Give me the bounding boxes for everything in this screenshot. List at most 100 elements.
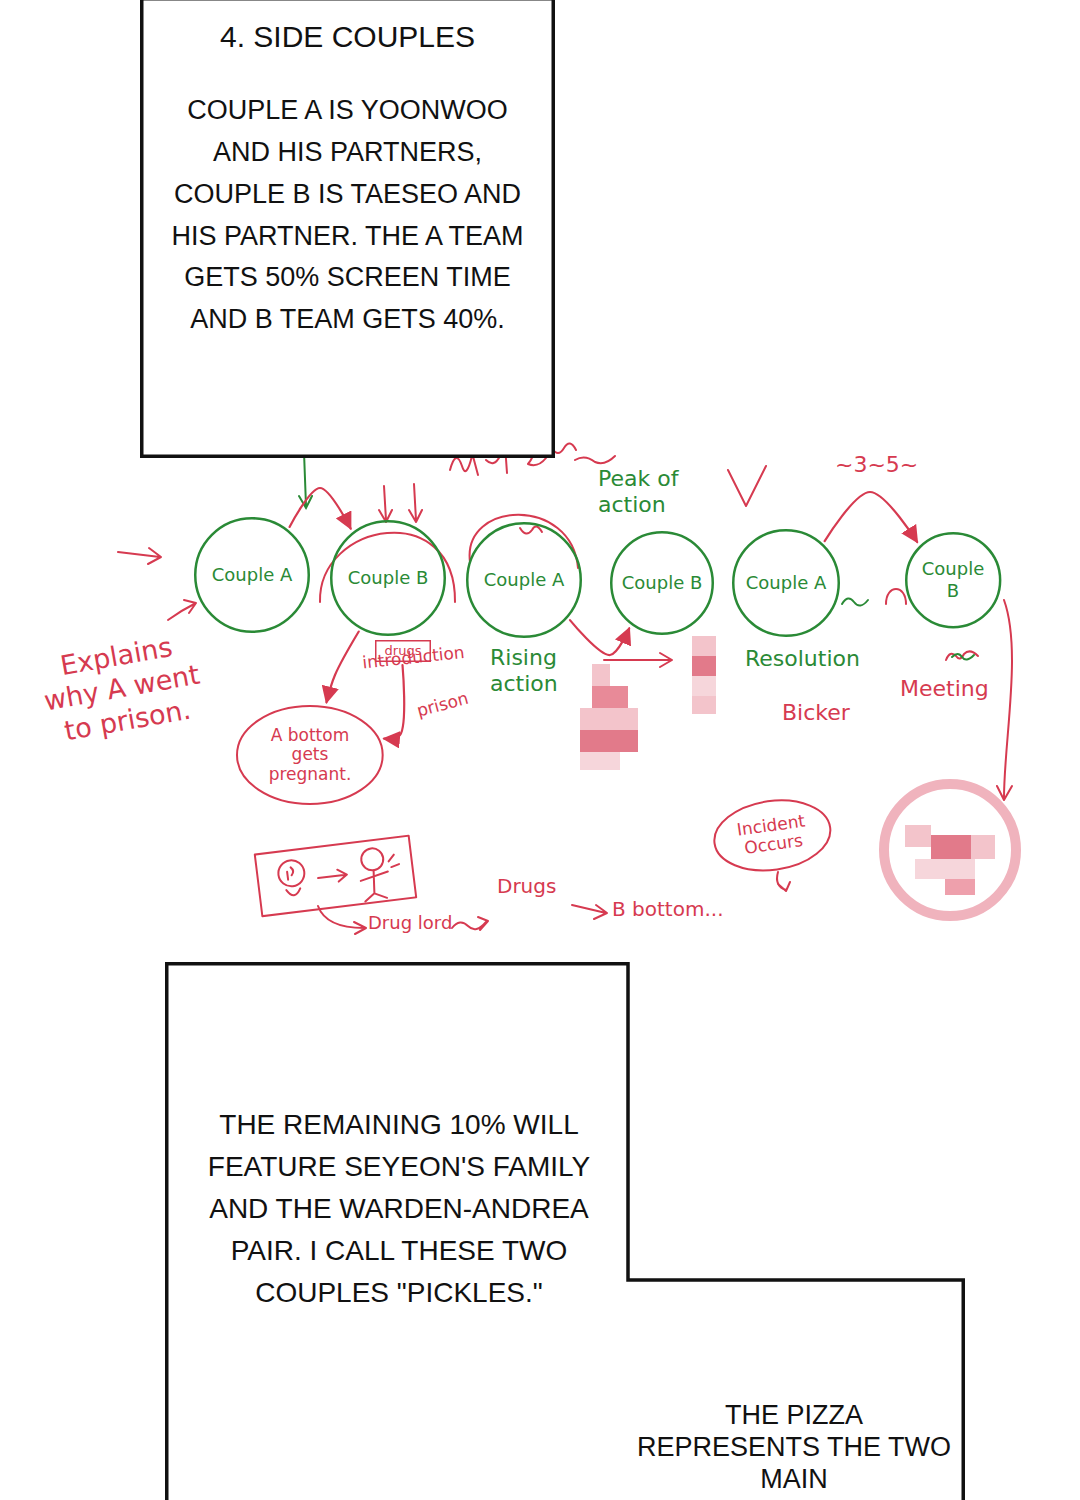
couple-circle: Couple B [330, 520, 446, 636]
red-sketch [118, 440, 1012, 934]
panel-heading: THE REMAINING 10% WILL FEATURE SEYEON'S … [203, 1104, 595, 1314]
text-wrap: Couple A [746, 572, 827, 594]
figure-body [358, 854, 403, 902]
down-arrow [379, 486, 392, 522]
panel-heading: 4. SIDE COUPLES [220, 17, 475, 56]
blur-block [692, 676, 716, 696]
node-label: Couple A [746, 572, 827, 594]
annotation: prison [415, 683, 488, 721]
weave-loop [320, 533, 455, 602]
flow-arrow [318, 906, 366, 934]
blur-block [592, 664, 610, 686]
right-arrow [604, 653, 672, 667]
panel-frame [255, 836, 416, 916]
couple-circle: Couple A [194, 517, 310, 633]
text-panel: THE REMAINING 10% WILL FEATURE SEYEON'S … [165, 962, 965, 1500]
event-bubble: A bottom gets pregnant. [236, 705, 384, 805]
flow-arrow [326, 632, 358, 703]
flow-arrow [290, 488, 351, 529]
leader-arrow [168, 600, 196, 620]
blur-block [580, 752, 620, 770]
panel-body: THE PIZZA REPRESENTS THE TWO MAIN [635, 1400, 953, 1496]
couple-circle: Couple B [905, 532, 1001, 628]
stage-label: Resolution [745, 646, 880, 672]
green-sketch [299, 452, 974, 660]
figure-body [284, 866, 301, 895]
blur-block [592, 686, 628, 708]
hook-arrow [777, 872, 790, 891]
text-wrap: A bottom gets pregnant. [252, 726, 367, 785]
node-label: Couple B [348, 567, 429, 589]
node-label: Couple B [915, 558, 990, 601]
text-wrap: Couple B [915, 558, 990, 601]
blur-block [692, 656, 716, 676]
tilde-mark [952, 654, 974, 660]
l-outline [167, 964, 964, 1500]
panel-body: COUPLE A IS YOONWOO AND HIS PARTNERS, CO… [166, 90, 529, 341]
circle-outline [195, 518, 309, 632]
flow-arrow [825, 492, 918, 542]
annotation: Bicker [782, 700, 872, 726]
stage-label: Peak of action [598, 466, 698, 519]
couple-circle: Couple A [466, 522, 582, 638]
flow-arrow [384, 665, 404, 739]
couple-circle: Couple A [732, 529, 840, 637]
node-label: Couple A [484, 569, 565, 591]
text-wrap: Couple B [348, 567, 429, 589]
node-label: Couple A [212, 564, 293, 586]
circle-outline [733, 530, 839, 636]
text-wrap: Couple A [484, 569, 565, 591]
blur-block [931, 835, 971, 859]
sketch-panel [255, 836, 416, 916]
annotation: Drugs [497, 874, 577, 898]
text-wrap: Couple B [622, 572, 703, 594]
flow-arrow [570, 620, 629, 655]
circle-outline [331, 521, 445, 635]
pixelated-blur [580, 636, 1016, 916]
annotation: B bottom... [612, 897, 762, 921]
entry-arrow [118, 548, 161, 564]
blur-ring [884, 784, 1016, 916]
circle-outline [611, 532, 713, 634]
circle-outline [709, 793, 834, 877]
node-label: Incident Occurs [726, 810, 819, 861]
blur-block [971, 835, 995, 859]
circle-outline [467, 523, 581, 637]
text-wrap: Incident Occurs [726, 810, 819, 861]
blur-block [692, 636, 716, 656]
annotation: Meeting [900, 676, 1010, 702]
flow-arrow [572, 905, 607, 919]
circle-outline [237, 706, 383, 804]
event-bubble: Incident Occurs [708, 792, 835, 879]
scribble [520, 526, 542, 533]
flow-arrow [452, 917, 488, 930]
figure-head [360, 847, 385, 872]
circle-outline [906, 533, 1000, 627]
blur-block [580, 730, 638, 752]
down-arrow [409, 484, 422, 522]
blur-block [692, 696, 716, 714]
chapter-range: ~3~5~ [835, 452, 945, 478]
stage-label: Rising action [490, 645, 570, 698]
scribble [946, 651, 978, 660]
figure-head [277, 859, 306, 888]
blur-block [945, 879, 975, 895]
couple-circle: Couple B [610, 531, 714, 635]
text-wrap: Couple A [212, 564, 293, 586]
blur-block [915, 859, 975, 879]
tilde-mark [842, 598, 868, 605]
weave-loop [886, 589, 906, 604]
node-label: Couple B [622, 572, 703, 594]
text-panel: 4. SIDE COUPLES COUPLE A IS YOONWOO AND H… [140, 0, 555, 458]
blur-block [580, 708, 638, 730]
annotation: Explains why A went to prison. [29, 626, 215, 752]
check-mark [728, 466, 766, 506]
annotation: introduction [361, 640, 487, 673]
panel-arrow [317, 869, 347, 884]
blur-block [905, 825, 931, 847]
down-arrow [997, 600, 1012, 800]
annotation: Drug lord [368, 912, 468, 934]
node-label: A bottom gets pregnant. [252, 726, 367, 785]
